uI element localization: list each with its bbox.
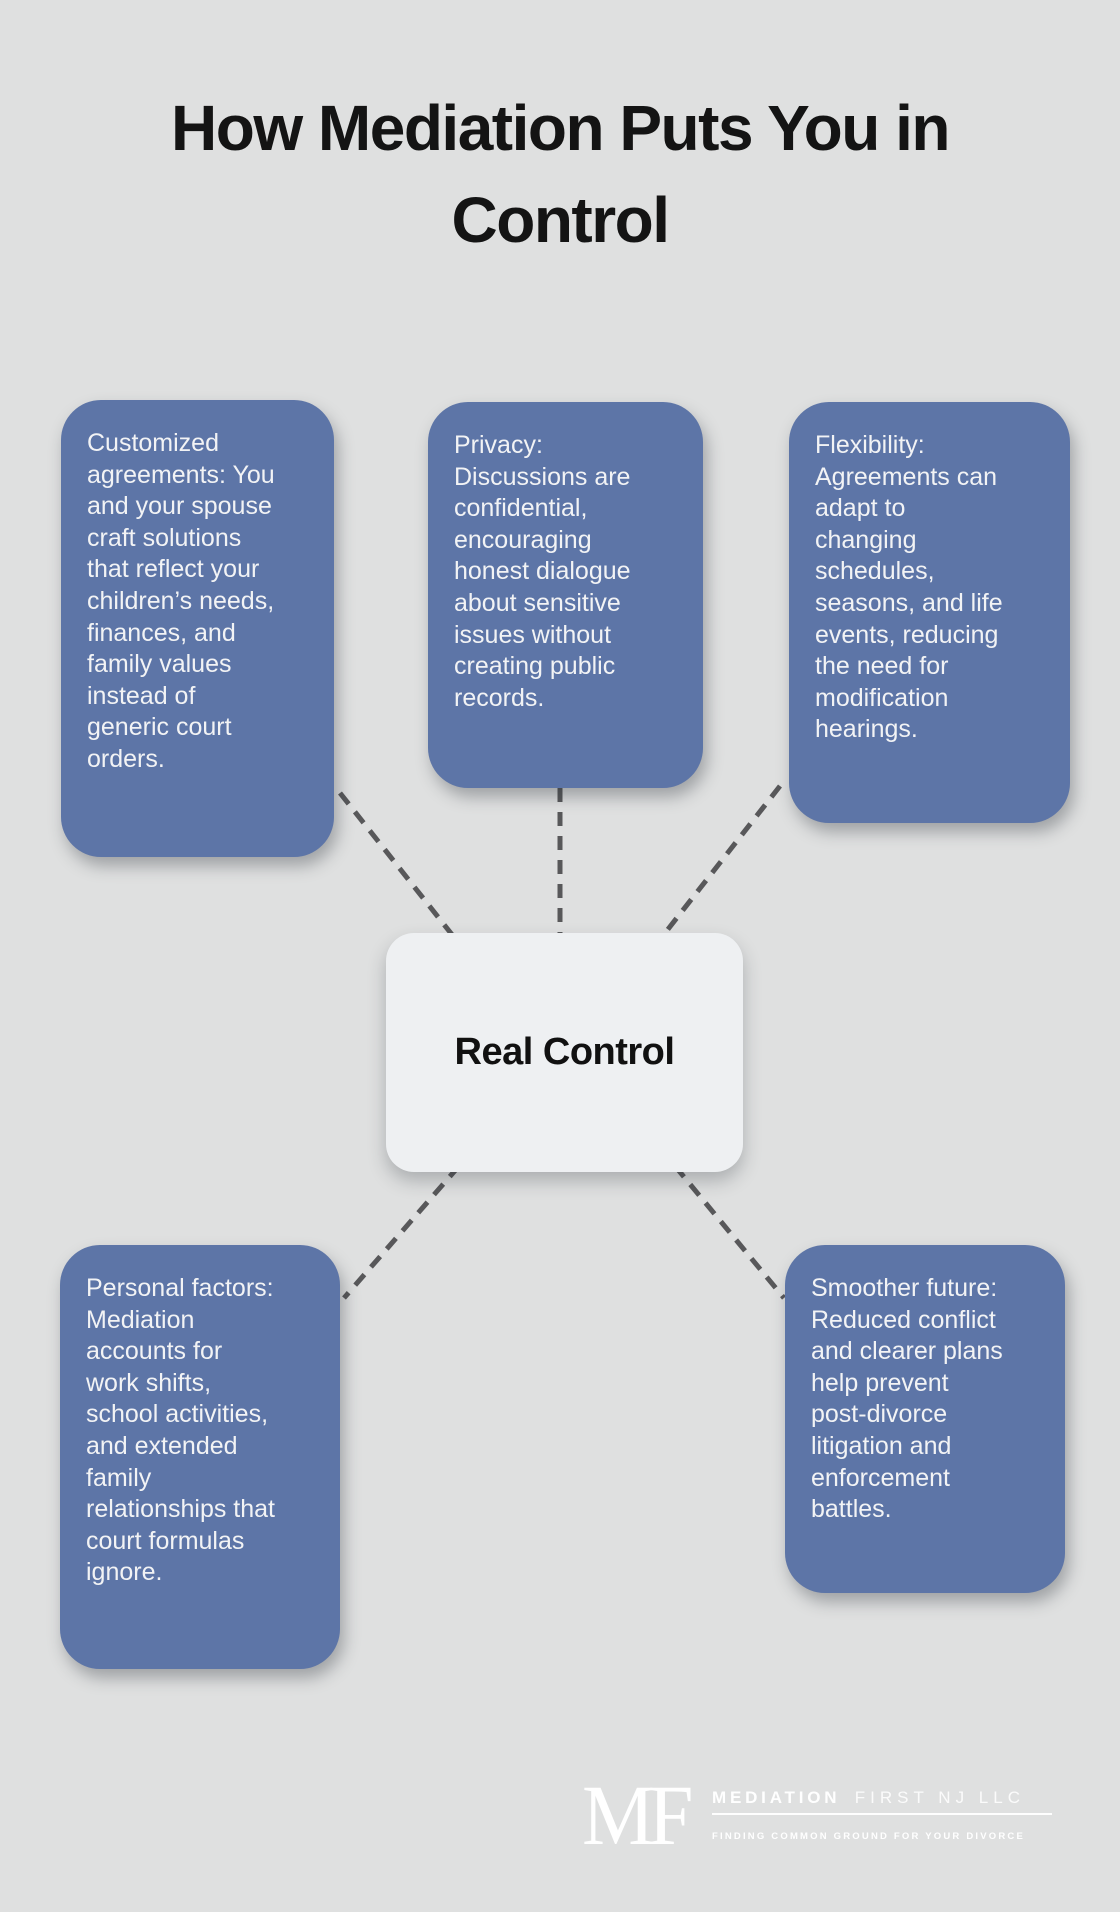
- connector-center-to-smoother: [673, 1164, 786, 1300]
- node-privacy-text: Privacy: Discussions are confidential, e…: [454, 431, 631, 712]
- mf-monogram-logo: MF: [582, 1767, 693, 1863]
- node-customized-agreements: Customized agreements: You and your spou…: [61, 400, 334, 857]
- brand-tagline: FINDING COMMON GROUND FOR YOUR DIVORCE: [712, 1831, 1026, 1842]
- brand-name: MEDIATION FIRST NJ LLC: [712, 1788, 1056, 1808]
- brand-divider-rule: [712, 1813, 1052, 1815]
- center-node-real-control: Real Control: [386, 933, 743, 1172]
- brand-name-bold: MEDIATION: [712, 1788, 841, 1807]
- connector-flexibility-to-center: [656, 784, 782, 944]
- connector-customized-to-center: [338, 791, 463, 948]
- node-flexibility: Flexibility: Agreements can adapt to cha…: [789, 402, 1070, 823]
- page-title: How Mediation Puts You in Control: [171, 92, 950, 256]
- node-smoother-future: Smoother future: Reduced conflict and cl…: [785, 1245, 1065, 1593]
- brand-name-light: FIRST NJ LLC: [854, 1788, 1025, 1807]
- node-personal-factors: Personal factors: Mediation accounts for…: [60, 1245, 340, 1669]
- node-smoother-future-text: Smoother future: Reduced conflict and cl…: [811, 1274, 1003, 1524]
- node-customized-agreements-text: Customized agreements: You and your spou…: [87, 429, 275, 773]
- center-node-label: Real Control: [454, 1031, 675, 1073]
- connector-center-to-personal: [342, 1164, 461, 1300]
- node-privacy: Privacy: Discussions are confidential, e…: [428, 402, 703, 788]
- node-personal-factors-text: Personal factors: Mediation accounts for…: [86, 1274, 276, 1587]
- node-flexibility-text: Flexibility: Agreements can adapt to cha…: [815, 431, 1003, 744]
